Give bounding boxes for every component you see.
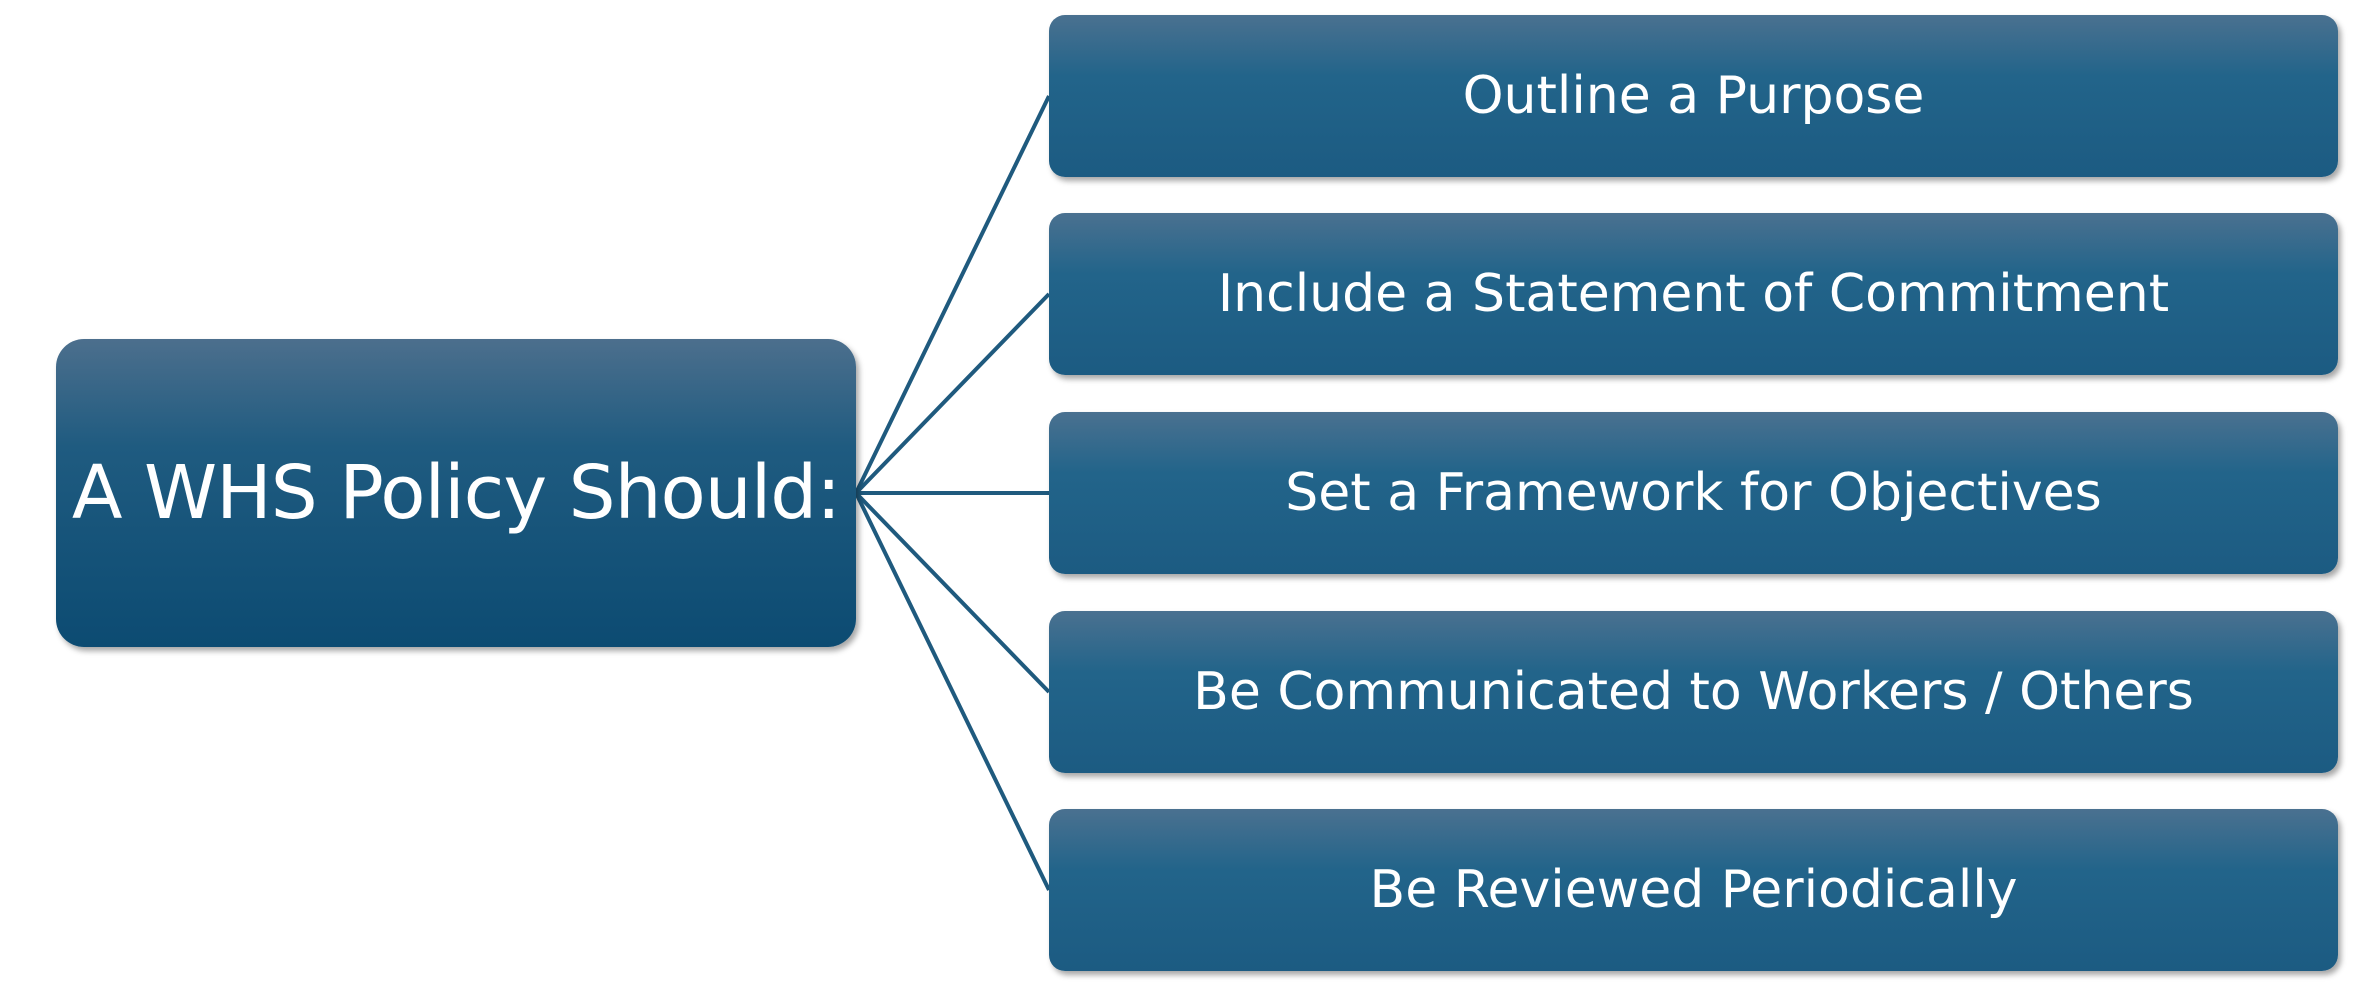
- connector-line: [854, 292, 1051, 495]
- requirement-communicated: Be Communicated to Workers / Others: [1049, 611, 2338, 773]
- requirement-reviewed-periodically: Be Reviewed Periodically: [1049, 809, 2338, 971]
- connector-line: [854, 95, 1051, 494]
- requirement-label: Be Reviewed Periodically: [1369, 860, 2018, 920]
- connector-line: [854, 491, 1051, 694]
- root-node-label: A WHS Policy Should:: [71, 450, 841, 536]
- requirement-outline-purpose: Outline a Purpose: [1049, 15, 2338, 177]
- root-node: A WHS Policy Should:: [56, 339, 856, 647]
- requirement-label: Outline a Purpose: [1462, 66, 1925, 126]
- requirement-statement-of-commitment: Include a Statement of Commitment: [1049, 213, 2338, 375]
- requirement-label: Set a Framework for Objectives: [1285, 463, 2102, 523]
- connector-line: [854, 492, 1051, 891]
- requirement-label: Be Communicated to Workers / Others: [1193, 662, 2194, 722]
- requirement-label: Include a Statement of Commitment: [1217, 264, 2170, 324]
- requirement-framework-for-objectives: Set a Framework for Objectives: [1049, 412, 2338, 574]
